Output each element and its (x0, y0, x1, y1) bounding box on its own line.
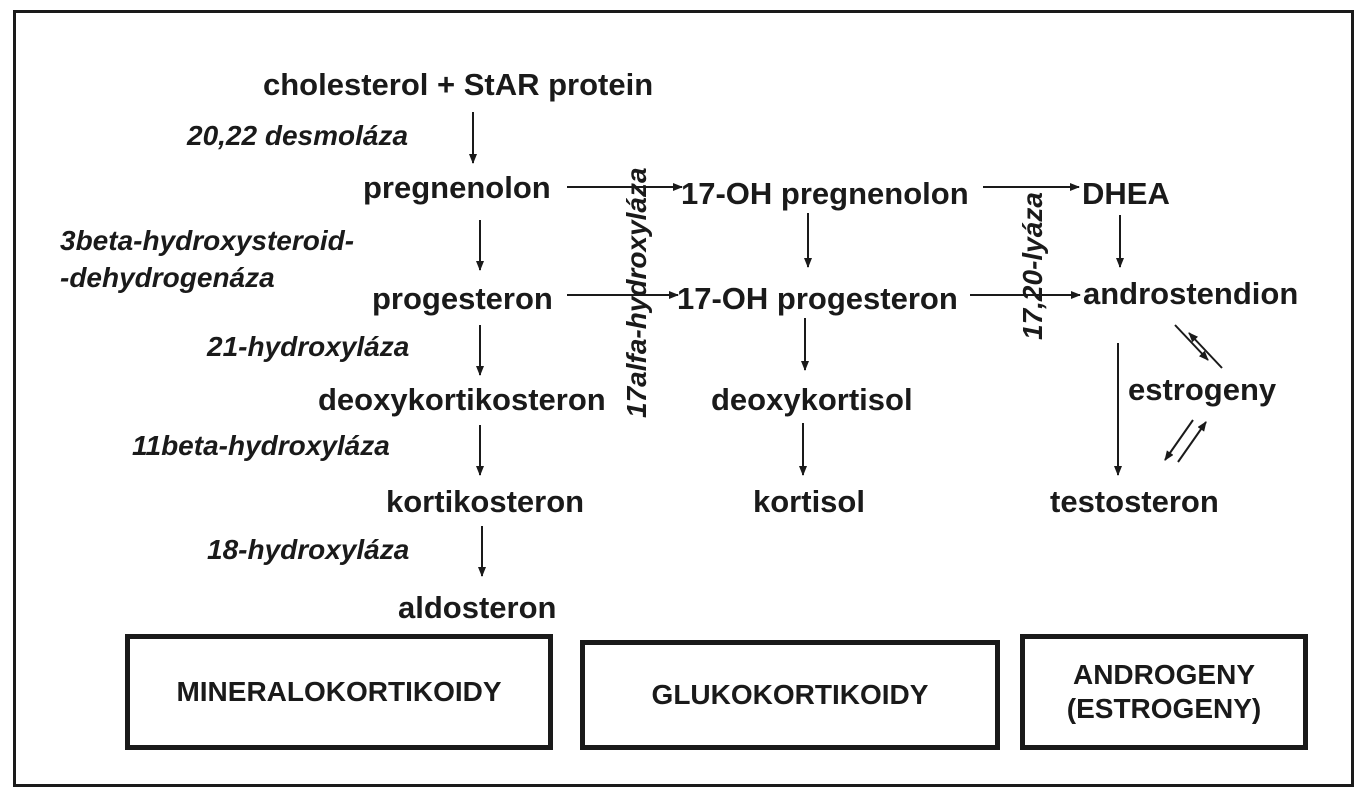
compound-androstendion: androstendion (1083, 276, 1299, 311)
group-box-mineralokortikoidy: MINERALOKORTIKOIDY (125, 634, 553, 750)
compound-testosteron: testosteron (1050, 484, 1219, 519)
group-label-glukokortikoidy: GLUKOKORTIKOIDY (651, 679, 929, 711)
compound-deoxykortisol: deoxykortisol (711, 382, 913, 417)
compound-dhea: DHEA (1082, 176, 1170, 211)
compound-estrogeny: estrogeny (1128, 372, 1277, 407)
group-label-androgeny: ANDROGENY (ESTROGENY) (1066, 659, 1262, 724)
arrow-estro-testo-2 (1177, 421, 1207, 463)
enzyme-hsd-line2: -dehydrogenáza (60, 262, 275, 293)
group-label-mineralokortikoidy: MINERALOKORTIKOIDY (176, 676, 502, 708)
compound-kortikosteron: kortikosteron (386, 484, 585, 519)
arrow-andro-estro-1 (1174, 324, 1209, 361)
enzyme-17-20-lyaza: 17,20-lyáza (1017, 192, 1048, 340)
arrow-andro-estro-2 (1188, 332, 1223, 369)
compound-pregnenolon: pregnenolon (363, 170, 551, 205)
enzyme-21-hydroxylaza: 21-hydroxyláza (207, 331, 410, 362)
enzyme-11beta-hydroxylaza: 11beta-hydroxyláza (132, 430, 390, 461)
enzyme-17alfa-hydroxylaza: 17alfa-hydroxyláza (621, 167, 652, 418)
compound-17oh-progesteron: 17-OH progesteron (677, 281, 958, 316)
compound-deoxykortikosteron: deoxykortikosteron (318, 382, 606, 417)
compound-kortisol: kortisol (753, 484, 865, 519)
arrow-estro-testo-1 (1164, 419, 1194, 461)
group-box-glukokortikoidy: GLUKOKORTIKOIDY (580, 640, 1000, 750)
compound-cholesterol: cholesterol + StAR protein (263, 67, 654, 102)
enzyme-desmolaza: 20,22 desmoláza (187, 120, 409, 151)
compound-17oh-pregnenolon: 17-OH pregnenolon (681, 176, 969, 211)
group-box-androgeny: ANDROGENY (ESTROGENY) (1020, 634, 1308, 750)
compound-aldosteron: aldosteron (398, 590, 557, 625)
diagram-frame (13, 10, 1354, 787)
compound-progesteron: progesteron (372, 281, 553, 316)
enzyme-hsd-line1: 3beta-hydroxysteroid- (60, 225, 355, 256)
enzyme-18-hydroxylaza: 18-hydroxyláza (207, 534, 410, 565)
